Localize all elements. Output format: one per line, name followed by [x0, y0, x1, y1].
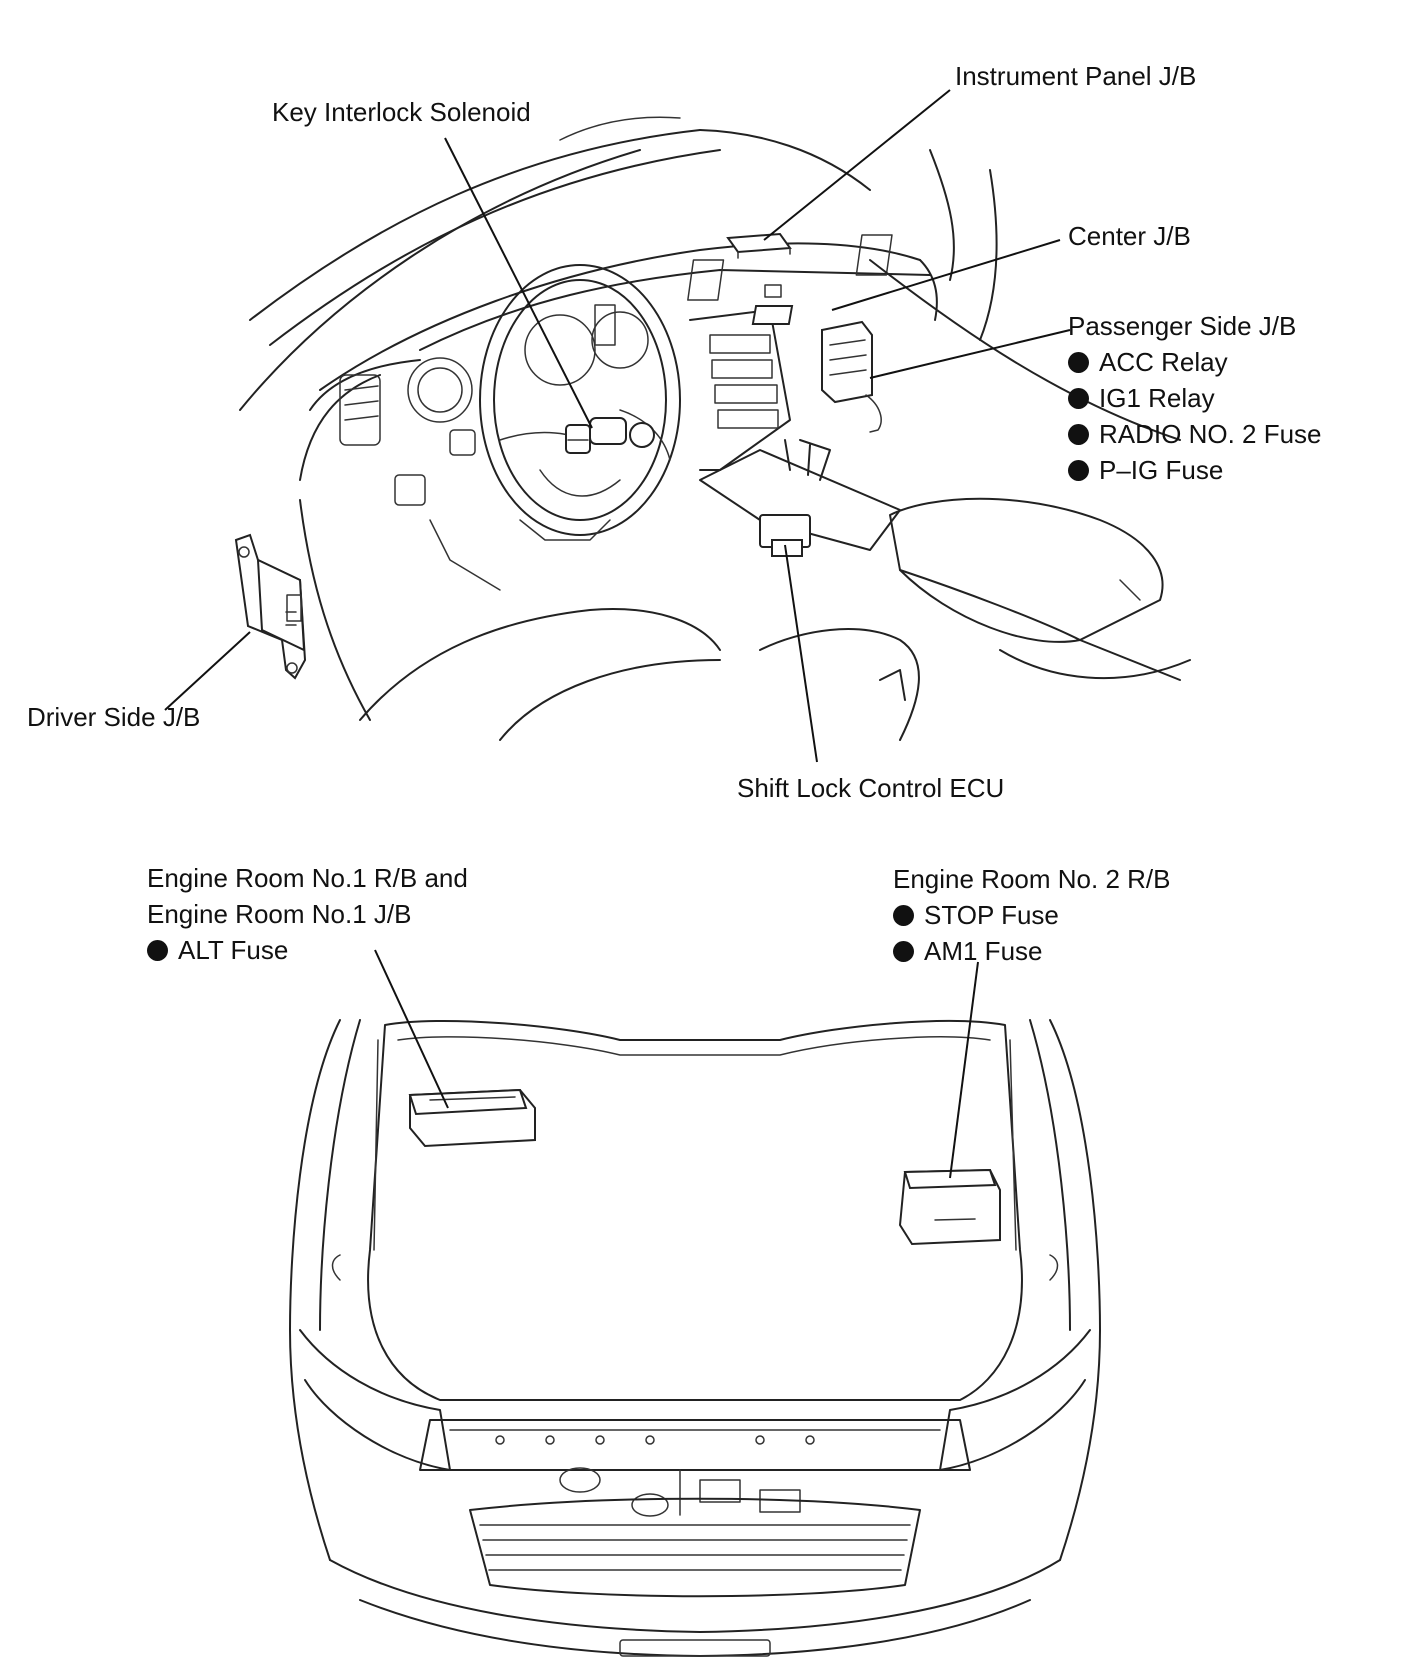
engine-room-no1-list: ALT Fuse	[147, 932, 468, 968]
engine-room-drawing	[289, 1019, 1101, 1657]
passenger-side-jb-list: ACC Relay IG1 Relay RADIO NO. 2 Fuse P–I…	[1068, 344, 1322, 488]
list-item: RADIO NO. 2 Fuse	[1068, 416, 1322, 452]
bullet-icon	[893, 940, 914, 962]
list-item: IG1 Relay	[1068, 380, 1322, 416]
shift-lock-ecu-label: Shift Lock Control ECU	[737, 773, 1005, 803]
interior-drawing	[234, 116, 1191, 741]
center-jb	[751, 305, 794, 325]
interior-leader-lines	[164, 89, 1071, 763]
bullet-icon	[1068, 387, 1089, 409]
bullet-icon	[893, 904, 914, 926]
engine-room-no2-label-group: Engine Room No. 2 R/B STOP Fuse AM1 Fuse	[893, 861, 1170, 969]
list-item: ACC Relay	[1068, 344, 1322, 380]
engine-room-no2-rb	[898, 1168, 1001, 1246]
engine-room-no1-title-line2: Engine Room No.1 J/B	[147, 899, 412, 929]
passenger-side-jb-label-group: Passenger Side J/B ACC Relay IG1 Relay R…	[1068, 308, 1322, 488]
bullet-icon	[147, 939, 168, 961]
list-item: P–IG Fuse	[1068, 452, 1322, 488]
bullet-icon	[1068, 423, 1089, 445]
engine-room-no1-label-group: Engine Room No.1 R/B and Engine Room No.…	[147, 860, 468, 968]
list-item: AM1 Fuse	[893, 933, 1170, 969]
engine-room-leader-lines	[374, 949, 979, 1179]
engine-room-no2-list: STOP Fuse AM1 Fuse	[893, 897, 1170, 969]
bullet-icon	[1068, 351, 1089, 373]
bullet-icon	[1068, 459, 1089, 481]
list-item: ALT Fuse	[147, 932, 468, 968]
center-jb-label: Center J/B	[1068, 221, 1191, 251]
key-interlock-solenoid-label: Key Interlock Solenoid	[272, 97, 531, 127]
passenger-side-jb-title: Passenger Side J/B	[1068, 311, 1297, 341]
key-interlock-solenoid	[565, 417, 655, 454]
engine-room-no1-title-line1: Engine Room No.1 R/B and	[147, 863, 468, 893]
instrument-panel-jb-label: Instrument Panel J/B	[955, 61, 1197, 91]
engine-room-no1-rb	[408, 1088, 536, 1148]
instrument-panel-jb	[726, 232, 792, 259]
list-item: STOP Fuse	[893, 897, 1170, 933]
engine-room-no2-title: Engine Room No. 2 R/B	[893, 864, 1171, 894]
passenger-side-jb	[821, 320, 882, 433]
driver-side-jb	[234, 533, 307, 680]
driver-side-jb-label: Driver Side J/B	[27, 702, 201, 732]
